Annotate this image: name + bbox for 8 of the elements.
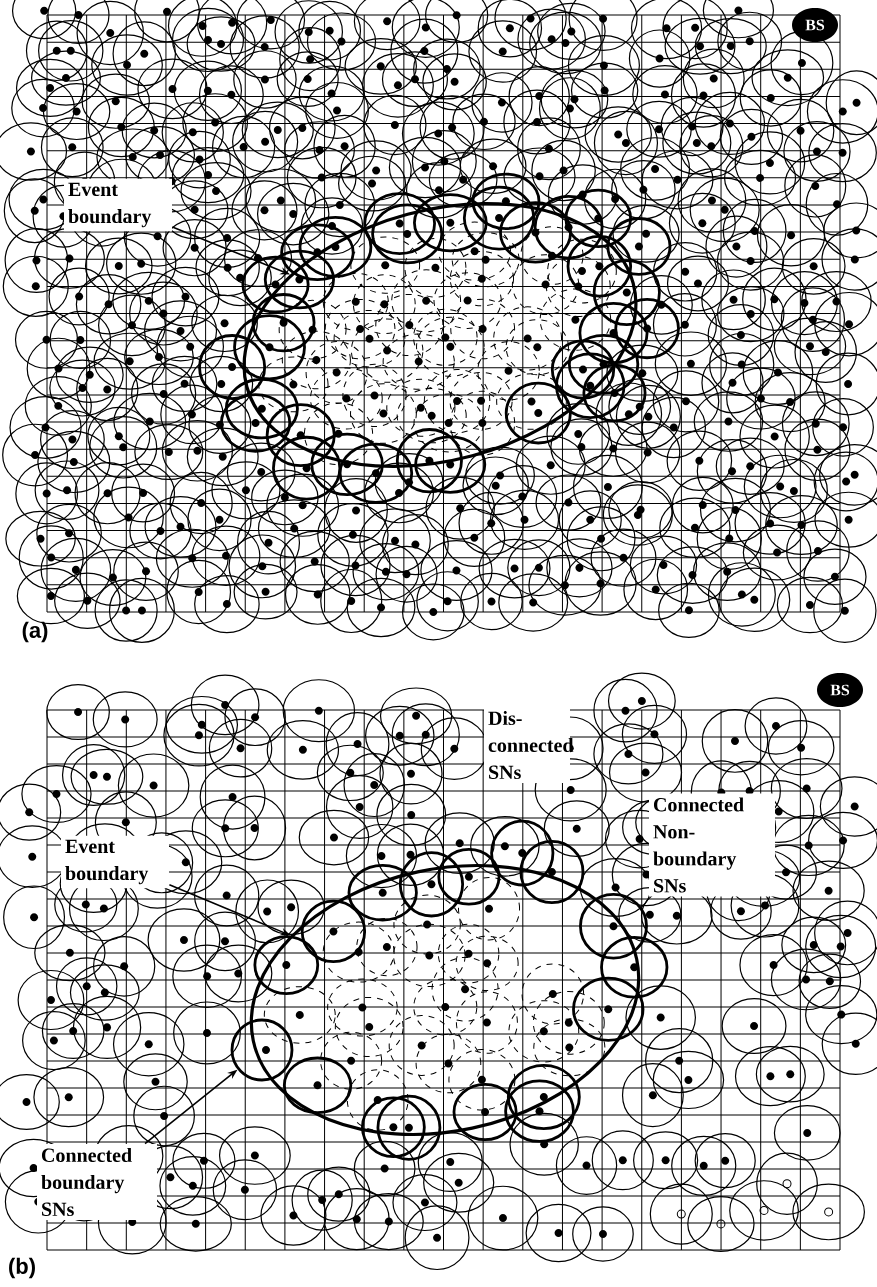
sensor-range-circle	[230, 1018, 294, 1082]
callout-label: Event boundary	[64, 178, 172, 232]
panel-label: (a)	[22, 621, 48, 643]
callout-label: Dis- connected SNs	[484, 706, 574, 784]
panel-label: (b)	[9, 1257, 35, 1279]
callout-label: Connected Non-boundary SNs	[649, 793, 775, 897]
callout-label: Event boundary	[61, 835, 169, 889]
callout-label: Connected boundary SNs	[37, 1143, 157, 1221]
